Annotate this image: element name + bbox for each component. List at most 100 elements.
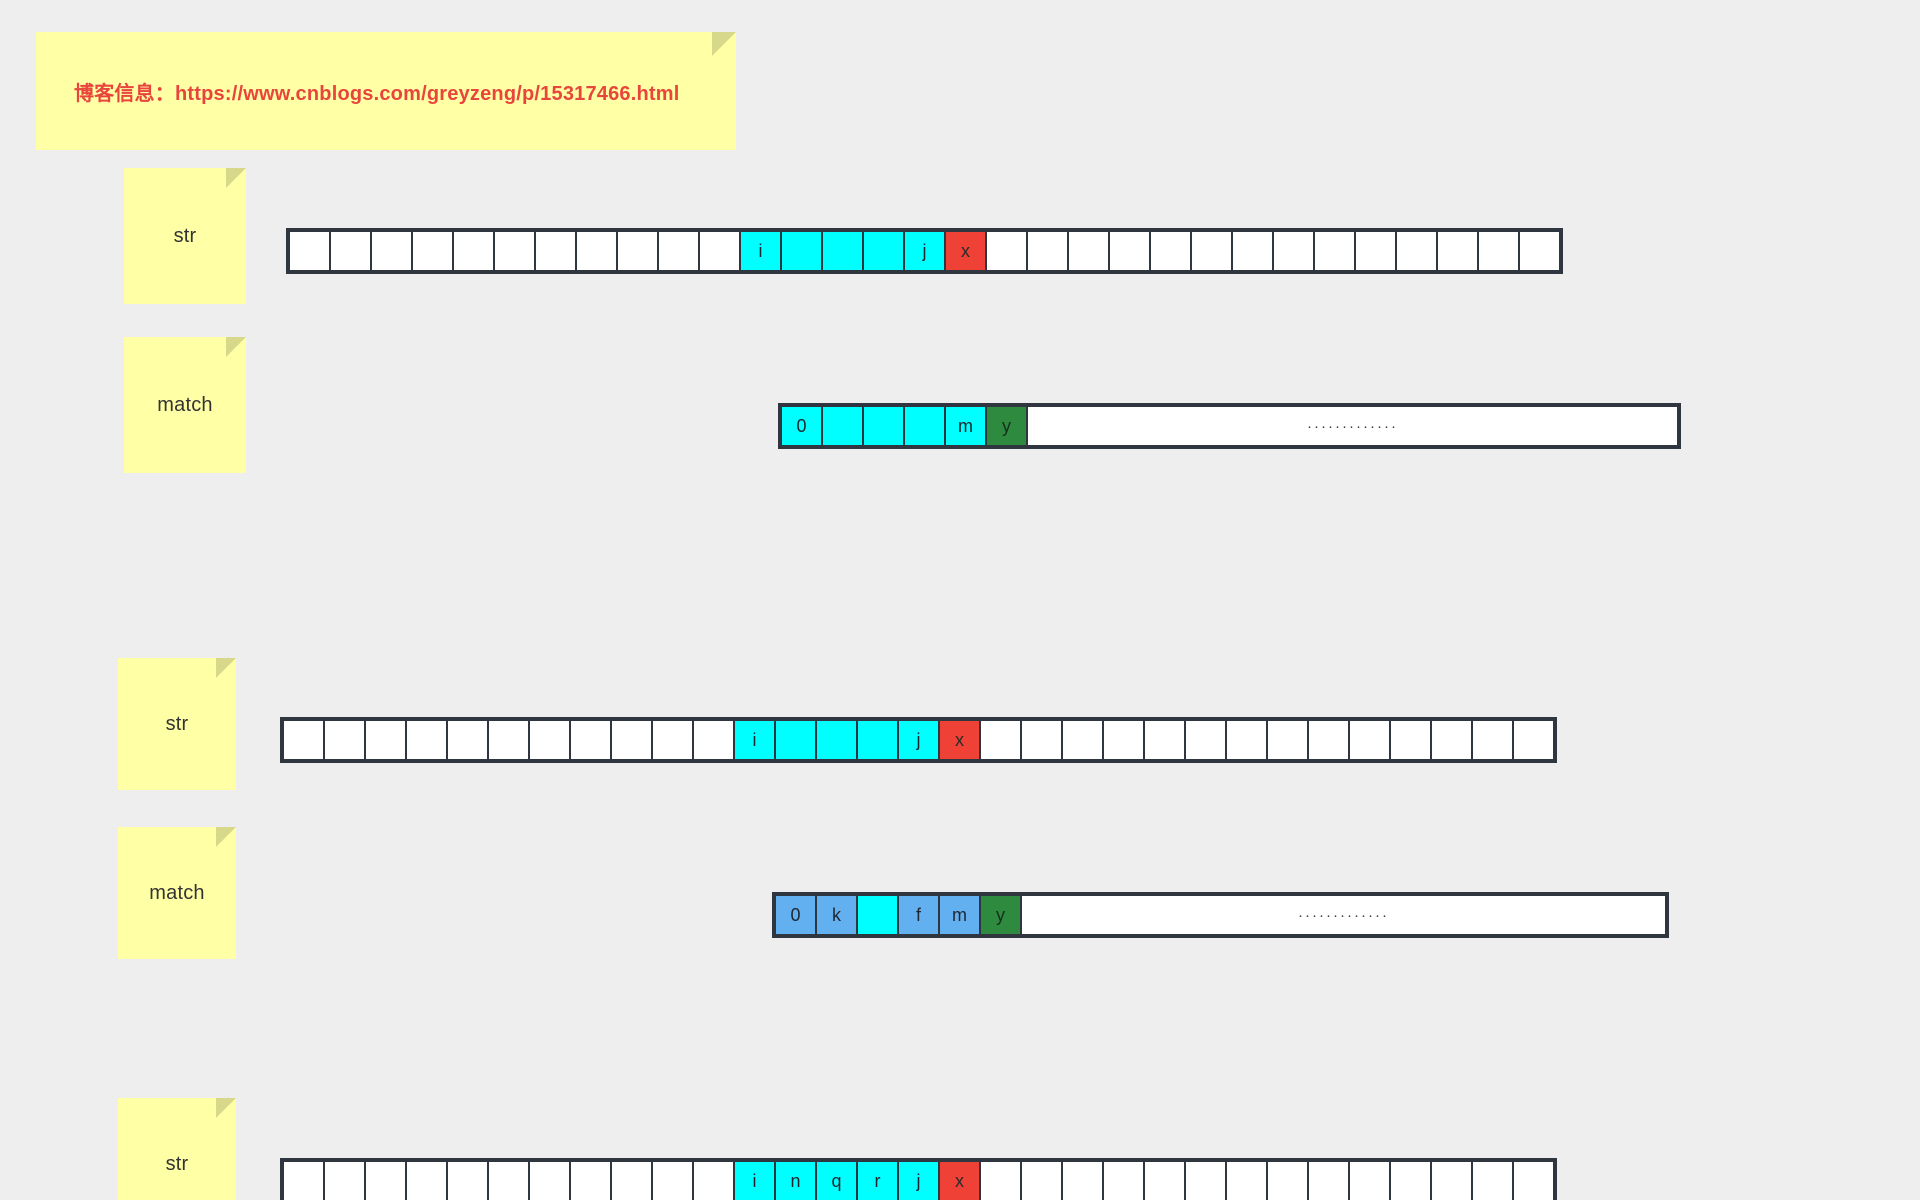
cell — [1108, 230, 1151, 272]
cell — [288, 230, 331, 272]
cell — [774, 719, 817, 761]
cell — [1231, 230, 1274, 272]
cell — [1020, 1160, 1063, 1200]
note-label: str — [165, 1152, 189, 1175]
cell: i — [739, 230, 782, 272]
cell — [1389, 719, 1432, 761]
note-fold-icon — [216, 827, 236, 847]
note-str-row-3: str — [118, 1098, 236, 1200]
cell: 0 — [774, 894, 817, 936]
cell — [1143, 719, 1186, 761]
cell — [692, 719, 735, 761]
cell — [815, 719, 858, 761]
cell: q — [815, 1160, 858, 1200]
cell — [1395, 230, 1438, 272]
cell — [1102, 1160, 1145, 1200]
cell: j — [897, 1160, 940, 1200]
cell — [610, 719, 653, 761]
note-match-row-2: match — [118, 827, 236, 959]
cell: ············· — [1020, 894, 1667, 936]
note-fold-icon — [226, 337, 246, 357]
cell: y — [985, 405, 1028, 447]
note-label: match — [157, 393, 213, 416]
cell — [1020, 719, 1063, 761]
cell — [1512, 719, 1555, 761]
cell — [1430, 1160, 1473, 1200]
cell — [405, 1160, 448, 1200]
note-fold-icon — [226, 168, 246, 188]
cell: m — [938, 894, 981, 936]
cell — [1225, 719, 1268, 761]
cell — [1149, 230, 1192, 272]
cell — [1430, 719, 1473, 761]
cell — [1307, 1160, 1350, 1200]
cell — [1026, 230, 1069, 272]
cell — [821, 405, 864, 447]
cell — [1102, 719, 1145, 761]
cell — [610, 1160, 653, 1200]
cell — [1348, 1160, 1391, 1200]
note-fold-icon — [712, 32, 736, 56]
blog-info-note: 博客信息：https://www.cnblogs.com/greyzeng/p/… — [36, 32, 736, 150]
cell: f — [897, 894, 940, 936]
cell — [1512, 1160, 1555, 1200]
note-label: match — [149, 881, 205, 904]
cell — [651, 719, 694, 761]
cell: ············· — [1026, 405, 1679, 447]
cell — [446, 1160, 489, 1200]
cell — [487, 1160, 530, 1200]
cell: 0 — [780, 405, 823, 447]
cell — [569, 719, 612, 761]
cell — [1348, 719, 1391, 761]
cell — [569, 1160, 612, 1200]
cell — [1313, 230, 1356, 272]
cell — [692, 1160, 735, 1200]
cell — [1061, 1160, 1104, 1200]
cell — [282, 719, 325, 761]
note-fold-icon — [216, 658, 236, 678]
cell — [323, 719, 366, 761]
cell — [446, 719, 489, 761]
cell — [1266, 1160, 1309, 1200]
cell: j — [897, 719, 940, 761]
cell — [1067, 230, 1110, 272]
cell: r — [856, 1160, 899, 1200]
cell — [364, 719, 407, 761]
cell: i — [733, 1160, 776, 1200]
cell — [979, 1160, 1022, 1200]
cell — [1389, 1160, 1432, 1200]
cell — [1190, 230, 1233, 272]
cell — [1518, 230, 1561, 272]
cell — [862, 405, 905, 447]
cell: x — [944, 230, 987, 272]
cell — [323, 1160, 366, 1200]
cell: k — [815, 894, 858, 936]
cell — [1225, 1160, 1268, 1200]
cell — [985, 230, 1028, 272]
cell — [1307, 719, 1350, 761]
cell — [364, 1160, 407, 1200]
cell: i — [733, 719, 776, 761]
note-match-row-1: match — [124, 337, 246, 473]
cell — [370, 230, 413, 272]
cell — [616, 230, 659, 272]
cell — [1184, 719, 1227, 761]
cell — [651, 1160, 694, 1200]
cell — [1471, 1160, 1514, 1200]
note-str-row-1: str — [124, 168, 246, 304]
cell — [1184, 1160, 1227, 1200]
cell — [862, 230, 905, 272]
cell — [575, 230, 618, 272]
cell — [1272, 230, 1315, 272]
cell — [493, 230, 536, 272]
cell: x — [938, 1160, 981, 1200]
cell — [979, 719, 1022, 761]
cell: m — [944, 405, 987, 447]
cell — [528, 1160, 571, 1200]
cell — [903, 405, 946, 447]
